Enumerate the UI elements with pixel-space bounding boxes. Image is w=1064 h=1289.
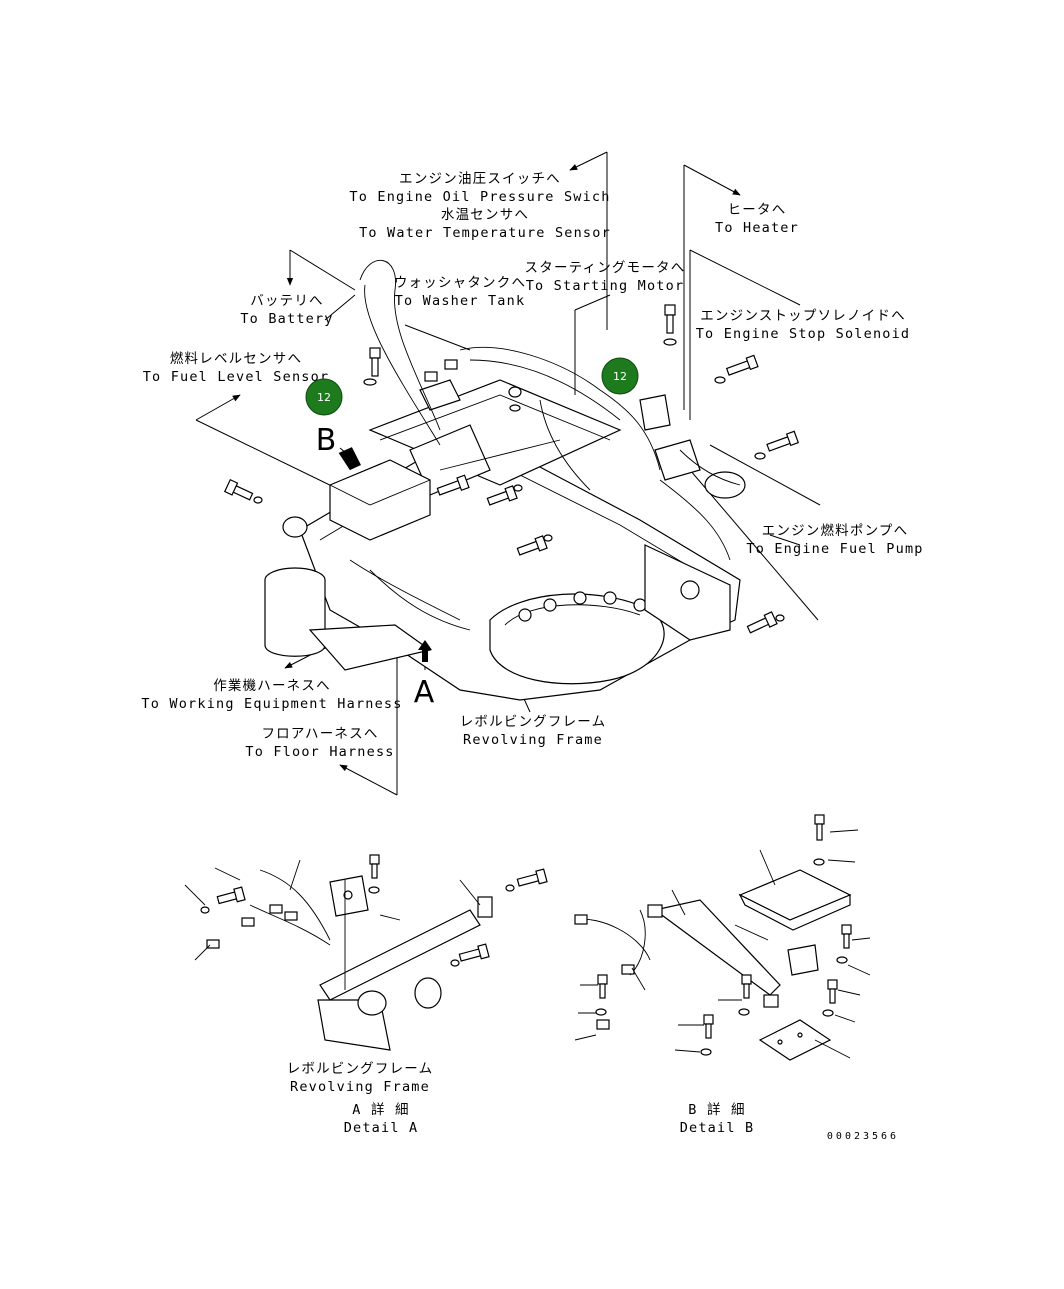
svg-text:To Floor Harness: To Floor Harness: [245, 744, 394, 760]
detail-a: [184, 854, 548, 1051]
wire-harness: [349, 260, 741, 631]
svg-text:To Engine Fuel Pump: To Engine Fuel Pump: [746, 541, 923, 557]
svg-text:スターティングモータへ: スターティングモータへ: [525, 260, 686, 276]
svg-text:To Fuel Level Sensor: To Fuel Level Sensor: [143, 369, 330, 385]
label-fuel-level: 燃料レベルセンサへ To Fuel Level Sensor: [143, 350, 330, 385]
label-working-equipment: 作業機ハーネスへ To Working Equipment Harness: [141, 678, 402, 712]
svg-text:To Heater: To Heater: [715, 220, 799, 236]
label-fuel-pump: エンジン燃料ポンプへ To Engine Fuel Pump: [746, 522, 923, 557]
svg-text:To Washer Tank: To Washer Tank: [395, 293, 526, 309]
svg-text:To Battery: To Battery: [240, 311, 333, 327]
svg-text:To Engine Stop Solenoid: To Engine Stop Solenoid: [696, 326, 911, 342]
part-badge-12[interactable]: 12: [305, 378, 343, 416]
svg-text:ウォッシャタンクへ: ウォッシャタンクへ: [394, 275, 526, 291]
svg-text:To Water Temperature Sensor: To Water Temperature Sensor: [359, 225, 611, 241]
svg-text:バッテリへ: バッテリへ: [250, 293, 324, 309]
revolving-frame: [264, 379, 746, 701]
svg-text:エンジンストップソレノイドへ: エンジンストップソレノイドへ: [700, 308, 906, 324]
svg-text:レボルビングフレーム: レボルビングフレーム: [460, 714, 607, 730]
label-washer: ウォッシャタンクへ To Washer Tank: [394, 275, 526, 309]
svg-text:レボルビングフレーム: レボルビングフレーム: [287, 1061, 434, 1077]
svg-text:ヒータへ: ヒータへ: [728, 202, 787, 218]
svg-text:Detail B: Detail B: [680, 1120, 755, 1136]
label-water-temp: 水温センサへ To Water Temperature Sensor: [359, 207, 611, 241]
view-arrows: [338, 447, 432, 662]
svg-text:エンジン油圧スイッチへ: エンジン油圧スイッチへ: [399, 171, 561, 187]
svg-text:燃料レベルセンサへ: 燃料レベルセンサへ: [170, 350, 302, 367]
svg-text:To Working Equipment Harness: To Working Equipment Harness: [141, 696, 402, 712]
label-floor-harness: フロアハーネスへ To Floor Harness: [245, 726, 394, 760]
svg-text:To Engine Oil Pressure Swich: To Engine Oil Pressure Swich: [349, 189, 610, 205]
label-heater: ヒータへ To Heater: [715, 202, 799, 236]
label-battery: バッテリへ To Battery: [240, 293, 333, 327]
detail-b: [574, 814, 871, 1061]
badge-label: 12: [317, 391, 331, 404]
badge-label: 12: [613, 370, 627, 383]
label-oil-pressure: エンジン油圧スイッチへ To Engine Oil Pressure Swich: [349, 171, 610, 205]
fasteners: [223, 304, 800, 634]
badge-circle: [305, 378, 343, 416]
drawing-code: 00023566: [827, 1131, 899, 1142]
svg-text:Revolving Frame: Revolving Frame: [463, 732, 603, 748]
svg-text:エンジン燃料ポンプへ: エンジン燃料ポンプへ: [762, 522, 909, 539]
view-b-letter: B: [316, 423, 337, 458]
label-revolving-frame: レボルビングフレーム Revolving Frame: [460, 714, 607, 748]
svg-text:Revolving Frame: Revolving Frame: [290, 1079, 430, 1095]
svg-text:Detail A: Detail A: [344, 1120, 419, 1136]
svg-text:水温センサへ: 水温センサへ: [441, 207, 529, 223]
part-badge-12[interactable]: 12: [601, 357, 639, 395]
view-a-letter: A: [414, 675, 435, 710]
svg-text:B 詳 細: B 詳 細: [688, 1102, 745, 1118]
label-detail-a: A 詳 細 Detail A: [344, 1102, 419, 1136]
label-detail-b: B 詳 細 Detail B: [680, 1102, 755, 1136]
svg-text:A 詳 細: A 詳 細: [352, 1102, 409, 1118]
svg-text:To Starting Motor: To Starting Motor: [526, 278, 685, 294]
label-starting-motor: スターティングモータへ To Starting Motor: [525, 260, 686, 294]
label-stop-solenoid: エンジンストップソレノイドへ To Engine Stop Solenoid: [696, 308, 911, 342]
svg-text:作業機ハーネスへ: 作業機ハーネスへ: [213, 678, 331, 694]
badge-circle: [601, 357, 639, 395]
svg-text:フロアハーネスへ: フロアハーネスへ: [261, 726, 378, 742]
label-revolving-frame-detail-a: レボルビングフレーム Revolving Frame: [287, 1061, 434, 1095]
